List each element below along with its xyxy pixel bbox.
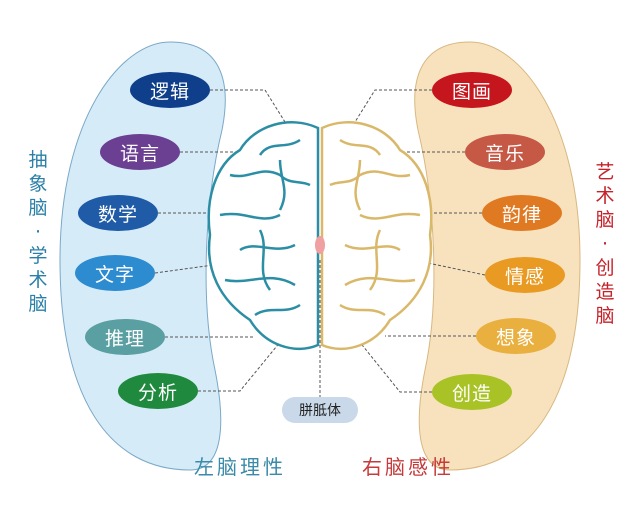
pill-drawing: 图画	[432, 72, 512, 108]
left-caption: 左脑理性	[194, 455, 286, 479]
pill-math: 数学	[78, 195, 158, 231]
pill-creation: 创造	[432, 374, 512, 410]
right-caption: 右脑感性	[362, 455, 454, 479]
corpus-callosum-mark	[315, 236, 325, 254]
pill-language: 语言	[100, 134, 180, 170]
pill-analysis: 分析	[118, 373, 198, 409]
pill-imagination: 想象	[476, 318, 556, 354]
pill-text: 文字	[75, 255, 155, 291]
pill-music: 音乐	[465, 134, 545, 170]
pill-emotion: 情感	[485, 257, 565, 293]
corpus-callosum-label: 胼胝体	[282, 397, 358, 423]
right-side-label: 艺术脑·创造脑	[595, 161, 615, 327]
pill-rhythm: 韵律	[482, 195, 562, 231]
left-brain	[207, 121, 320, 350]
pill-reasoning: 推理	[85, 319, 165, 355]
left-side-label: 抽象脑·学术脑	[28, 149, 48, 315]
right-brain	[320, 121, 433, 350]
pill-logic: 逻辑	[130, 72, 210, 108]
